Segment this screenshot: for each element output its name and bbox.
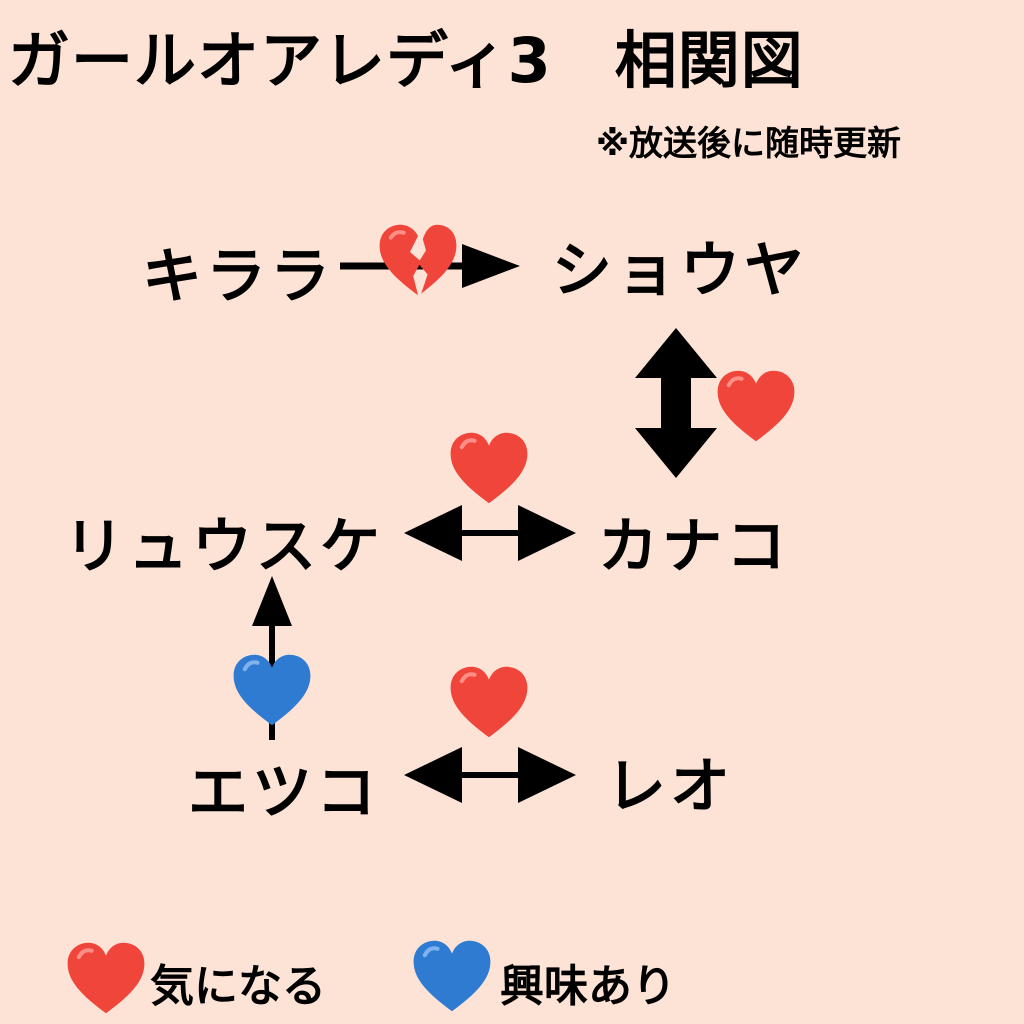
- red-heart-icon: [449, 664, 529, 740]
- arrow-shouya-kanako: [635, 328, 717, 478]
- arrow-etsuko-reo: [404, 747, 576, 803]
- blue-heart-icon: [412, 938, 492, 1014]
- name-ryusuke: リュウスケ: [64, 512, 384, 582]
- red-heart-icon: [449, 430, 529, 506]
- broken-heart-icon: [378, 222, 458, 298]
- page-title: ガールオアレディ3 相関図: [8, 24, 804, 97]
- name-shouya: ショウヤ: [552, 236, 808, 306]
- legend-label-blue: 興味あり: [500, 961, 676, 1012]
- red-heart-icon: [716, 368, 796, 444]
- red-heart-icon: [66, 940, 146, 1016]
- name-kirara: キララ: [142, 242, 334, 312]
- name-reo: レオ: [606, 752, 734, 822]
- page-subtitle: ※放送後に随時更新: [596, 124, 902, 164]
- arrow-ryusuke-kanako: [404, 505, 576, 561]
- blue-heart-icon: [232, 652, 312, 728]
- name-etsuko: エツコ: [188, 758, 380, 828]
- name-kanako: カナコ: [598, 512, 790, 582]
- legend-label-red: 気になる: [150, 961, 326, 1012]
